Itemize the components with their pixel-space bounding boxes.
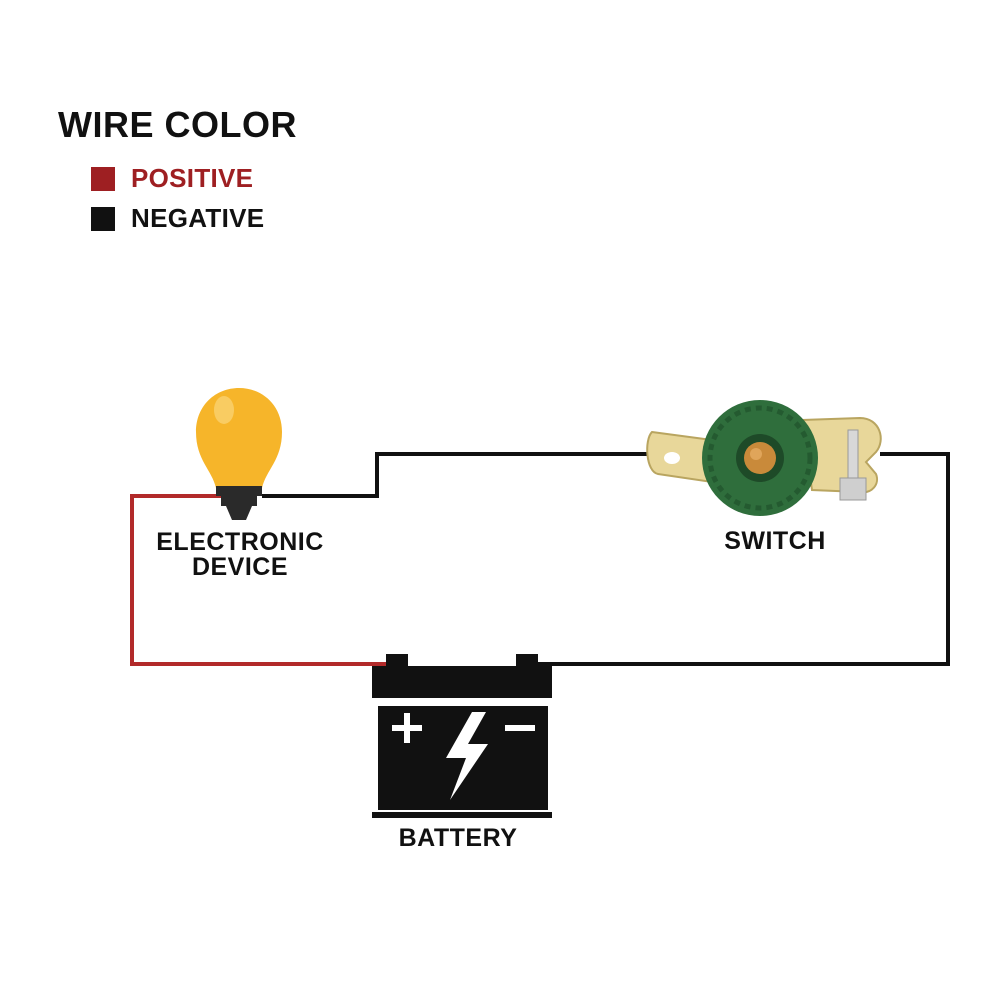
device-label: ELECTRONIC DEVICE <box>140 530 340 580</box>
legend-label-negative: NEGATIVE <box>131 203 265 233</box>
negative-wire-switch-to-battery <box>528 452 950 666</box>
positive-swatch <box>91 166 115 191</box>
legend-item-negative: NEGATIVE <box>91 203 264 234</box>
legend-item-positive: POSITIVE <box>91 163 253 194</box>
battery-icon <box>372 654 552 818</box>
device-label-line2: DEVICE <box>191 553 289 581</box>
switch-icon <box>646 400 882 516</box>
bulb-icon <box>196 388 282 520</box>
negative-swatch <box>91 206 115 231</box>
switch-label: SWITCH <box>724 527 826 555</box>
legend-label-positive: POSITIVE <box>131 163 254 193</box>
legend-title: WIRE COLOR <box>58 104 297 145</box>
negative-wire-device-to-switch <box>262 452 650 498</box>
device-label-line1: ELECTRONIC <box>156 528 324 556</box>
positive-wire <box>130 494 398 666</box>
battery-label: BATTERY <box>398 824 518 852</box>
